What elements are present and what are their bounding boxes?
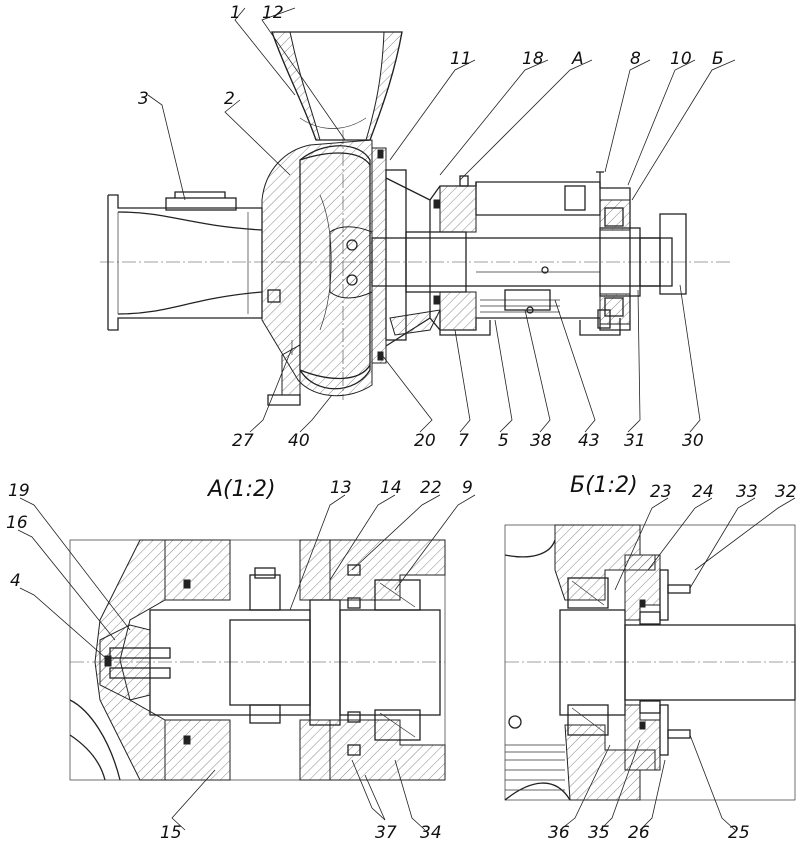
callout-34: 34 [420,823,442,843]
detail-a-title: А(1:2) [206,477,276,502]
callout-3: 3 [138,89,149,109]
callout-14: 14 [380,478,402,498]
callout-B: Б [712,49,724,69]
callout-40: 40 [288,431,310,451]
callout-24: 24 [692,482,714,502]
callout-38: 38 [530,431,552,451]
discharge-nozzle [271,31,403,141]
callout-10: 10 [670,49,692,69]
callout-12: 12 [262,3,284,23]
callout-22: 22 [420,478,442,498]
volute-casing [261,139,373,397]
callout-35: 35 [588,823,610,843]
callout-36: 36 [548,823,570,843]
coupling [639,213,687,295]
callout-27: 27 [232,431,254,451]
callout-31: 31 [624,431,646,451]
callout-30: 30 [682,431,704,451]
seal-cover [371,147,441,364]
rear-bearing [599,199,631,325]
callout-15: 15 [160,823,182,843]
callout-2: 2 [224,89,235,109]
housing-feet [439,309,621,336]
callout-37: 37 [375,823,397,843]
callout-26: 26 [628,823,650,843]
callout-8: 8 [630,49,641,69]
bearing-housing [429,171,631,331]
callout-32: 32 [775,482,797,502]
callout-19: 19 [8,481,30,501]
callout-16: 16 [6,513,28,533]
suction-pipe [107,191,263,331]
callout-20: 20 [414,431,436,451]
impeller [329,226,373,299]
callout-1: 1 [230,3,241,23]
callout-5: 5 [498,431,509,451]
detail-b: Б(1:2) [504,473,797,843]
detail-b-title: Б(1:2) [570,473,638,498]
callout-4: 4 [10,571,21,591]
main-leaders [147,7,736,433]
detail-a: А(1:2) [6,477,476,843]
callout-9: 9 [462,478,473,498]
callout-18: 18 [522,49,544,69]
callout-11: 11 [450,49,472,69]
callout-43: 43 [578,431,600,451]
callout-23: 23 [650,482,672,502]
main-view-labels: 1 12 3 2 11 18 А 8 10 Б 27 40 20 7 5 38 … [138,3,724,451]
callout-33: 33 [736,482,758,502]
callout-7: 7 [458,431,469,451]
pedestal [267,340,301,406]
callout-25: 25 [728,823,750,843]
callout-13: 13 [330,478,352,498]
callout-A: А [571,49,584,69]
main-view: 1 12 3 2 11 18 А 8 10 Б 27 40 20 7 5 38 … [100,3,736,451]
